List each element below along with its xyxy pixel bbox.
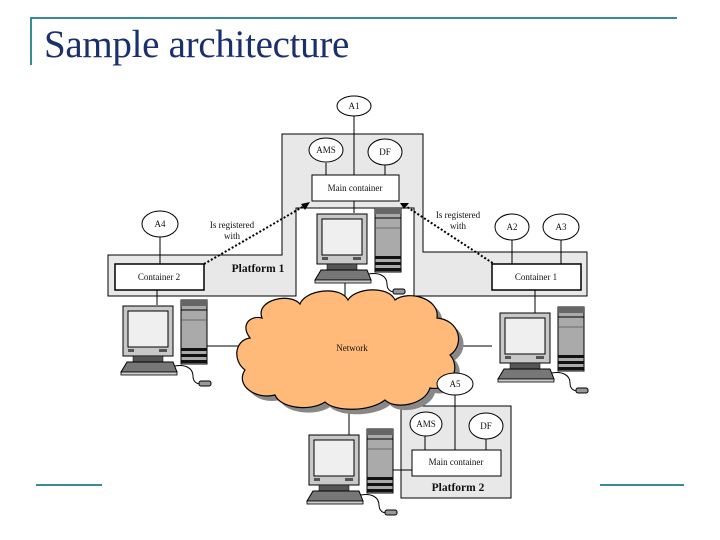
- slide-title: Sample architecture: [44, 23, 350, 66]
- agent-df-p1-label: DF: [379, 147, 391, 157]
- agent-a2-label: A2: [507, 222, 518, 232]
- arrow-head-left: [301, 202, 310, 210]
- computer-icon-platform1-main: [314, 207, 406, 295]
- container-2-label: Container 2: [138, 272, 180, 282]
- agent-a1: [336, 95, 372, 117]
- agent-df-p2-label: DF: [480, 421, 492, 431]
- container-1-label: Container 1: [515, 272, 557, 282]
- platform2-label: Platform 2: [432, 482, 485, 494]
- computer-icon-container1: [497, 306, 589, 394]
- registration-label-left-2: with: [224, 231, 241, 241]
- computer-icon-container2: [120, 299, 212, 387]
- agent-ams-p1-label: AMS: [316, 145, 336, 155]
- main-container-p2-label: Main container: [429, 457, 484, 467]
- title-rule-left: [30, 17, 32, 65]
- agent-df-p1: [367, 138, 403, 166]
- agent-a5-label: A5: [450, 379, 461, 389]
- registration-label-right-1: Is registered: [436, 210, 481, 220]
- title-rule-top: [30, 17, 677, 19]
- agent-a3: [542, 213, 580, 241]
- computer-icon-platform2: [306, 428, 398, 516]
- main-container-p1: [311, 174, 400, 202]
- agent-a4-label: A4: [155, 219, 166, 229]
- main-container-p2: [411, 449, 502, 477]
- arrow-head-right: [400, 203, 409, 209]
- container-1: [491, 263, 582, 291]
- agent-ams-p2: [409, 411, 443, 437]
- platform1-area: [107, 133, 588, 297]
- platform1-label: Platform 1: [232, 263, 285, 275]
- agent-a3-label: A3: [556, 222, 567, 232]
- agent-a5: [436, 372, 474, 396]
- registration-label-right-2: with: [450, 221, 467, 231]
- agent-a4: [141, 210, 179, 238]
- container-2: [114, 263, 205, 291]
- agent-a1-label: A1: [349, 101, 360, 111]
- agent-ams-p2-label: AMS: [416, 419, 436, 429]
- main-container-p1-label: Main container: [328, 183, 383, 193]
- network-label: Network: [336, 343, 368, 353]
- network-cloud: Network: [236, 289, 464, 415]
- registration-label-left-1: Is registered: [210, 220, 255, 230]
- registration-lines: [203, 204, 495, 265]
- agent-a2: [494, 213, 530, 241]
- footer-rule-left: [36, 484, 102, 486]
- footer-rule-right: [600, 484, 684, 486]
- agent-ams-p1: [308, 137, 344, 163]
- agent-df-p2: [468, 412, 504, 440]
